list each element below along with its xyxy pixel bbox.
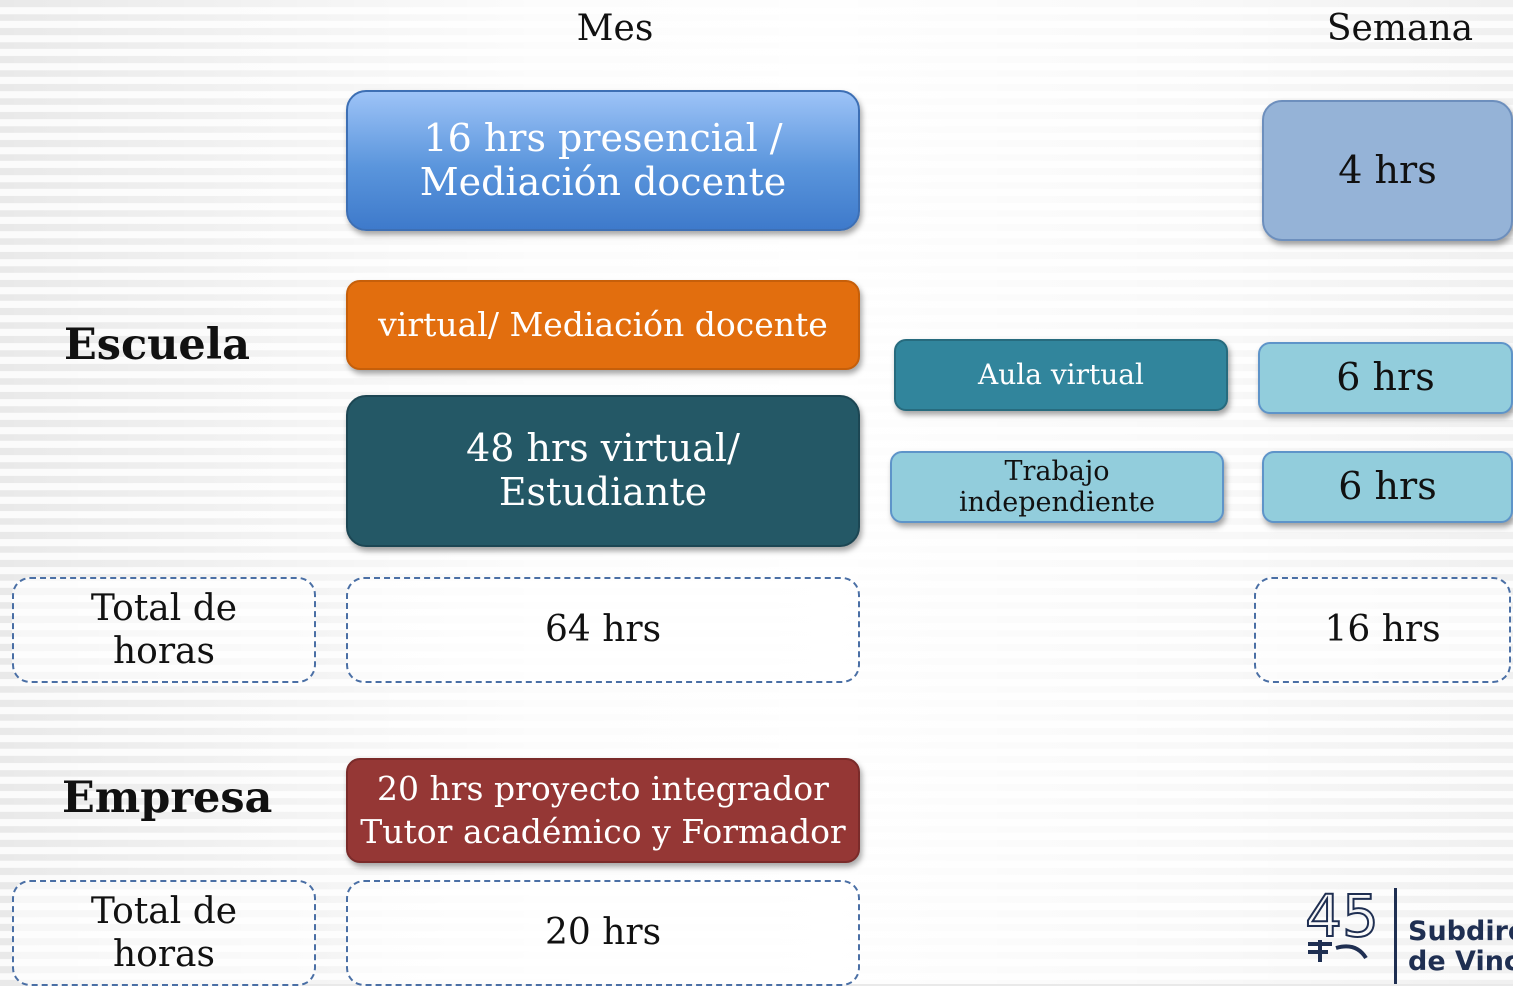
trabajo-independiente-box: Trabajo independiente (890, 451, 1224, 523)
virtual-estudiante-box: 48 hrs virtual/ Estudiante (346, 395, 860, 547)
logo-divider (1394, 888, 1397, 984)
month-header: Mes (576, 8, 654, 49)
total-week-text: 16 hrs (1324, 609, 1441, 651)
aula-virtual-week-text: 6 hrs (1336, 355, 1435, 400)
total-school-month-text: 64 hrs (544, 609, 662, 651)
svg-text:45: 45 (1305, 882, 1379, 950)
logo-line2: de Vincu (1408, 946, 1513, 977)
total-hours-label-text: Total de horas (90, 587, 238, 672)
total-hours-label-company: Total de horas (12, 880, 316, 986)
company-project-box: 20 hrs proyecto integrador Tutor académi… (346, 758, 860, 863)
total-hours-label-school: Total de horas (12, 577, 316, 683)
total-company-month-box: 20 hrs (346, 880, 860, 986)
presencial-week-text: 4 hrs (1338, 147, 1437, 192)
logo-45-icon: 45 (1304, 881, 1380, 962)
presencial-week-box: 4 hrs (1262, 100, 1513, 241)
virtual-mediacion-text: virtual/ Mediación docente (378, 305, 828, 345)
company-project-text: 20 hrs proyecto integrador Tutor académi… (360, 768, 846, 851)
total-school-month-box: 64 hrs (346, 577, 860, 683)
presencial-month-box: 16 hrs presencial / Mediación docente (346, 90, 860, 231)
trabajo-independiente-week-box: 6 hrs (1262, 451, 1513, 523)
presencial-month-text: 16 hrs presencial / Mediación docente (419, 115, 787, 204)
total-week-box: 16 hrs (1254, 577, 1511, 683)
aula-virtual-week-box: 6 hrs (1258, 342, 1513, 414)
institution-logo: 45 Subdirec de Vincu (1296, 878, 1513, 984)
virtual-mediacion-box: virtual/ Mediación docente (346, 280, 860, 370)
school-label: Escuela (64, 320, 250, 370)
aula-virtual-text: Aula virtual (978, 357, 1144, 391)
total-hours-label-company-text: Total de horas (90, 890, 238, 975)
logo-line1: Subdirec (1408, 916, 1513, 947)
week-header: Semana (1326, 8, 1474, 49)
total-company-month-text: 20 hrs (544, 912, 662, 954)
company-label: Empresa (62, 773, 273, 823)
trabajo-independiente-week-text: 6 hrs (1338, 464, 1437, 509)
virtual-estudiante-text: 48 hrs virtual/ Estudiante (466, 426, 740, 514)
trabajo-independiente-text: Trabajo independiente (958, 455, 1156, 518)
aula-virtual-box: Aula virtual (894, 339, 1228, 411)
